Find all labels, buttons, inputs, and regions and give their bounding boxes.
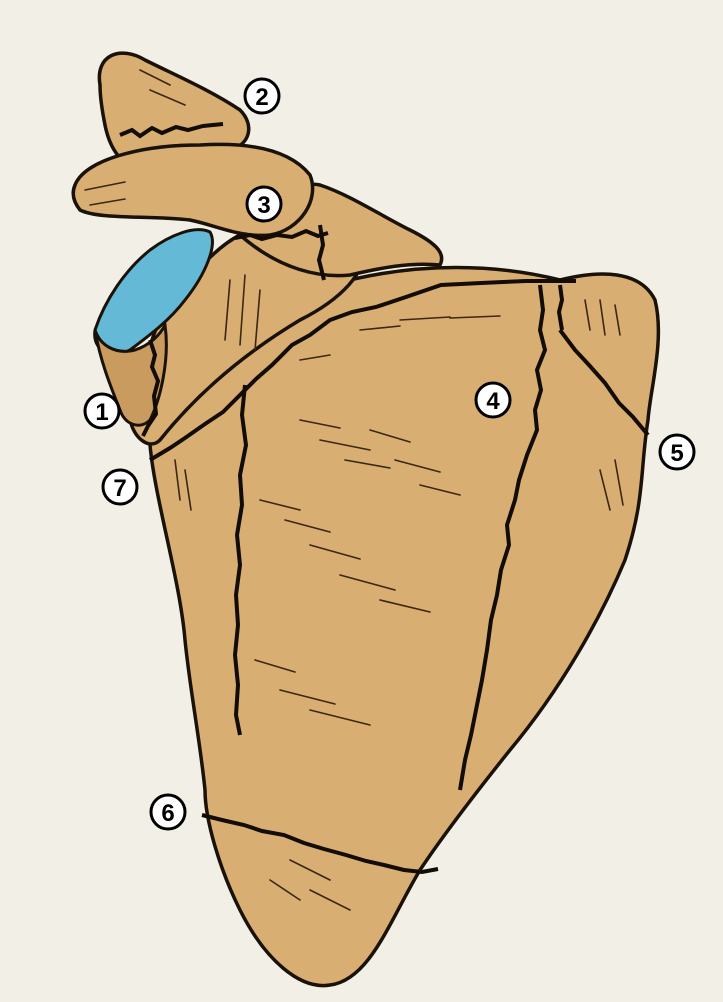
callout-5-text: 5	[670, 440, 683, 467]
callout-1-text: 1	[95, 399, 108, 426]
callout-3-text: 3	[257, 192, 270, 219]
callout-3: 3	[247, 187, 281, 221]
callout-2-text: 2	[255, 84, 268, 111]
callout-7-text: 7	[113, 475, 126, 502]
callout-7: 7	[103, 470, 137, 504]
callout-4: 4	[476, 383, 510, 417]
callout-5: 5	[660, 435, 694, 469]
callout-4-text: 4	[486, 388, 500, 415]
callout-1: 1	[85, 394, 119, 428]
callout-2: 2	[245, 79, 279, 113]
callout-6-text: 6	[161, 800, 174, 827]
fracture-upper-border	[559, 285, 562, 330]
callout-6: 6	[151, 795, 185, 829]
